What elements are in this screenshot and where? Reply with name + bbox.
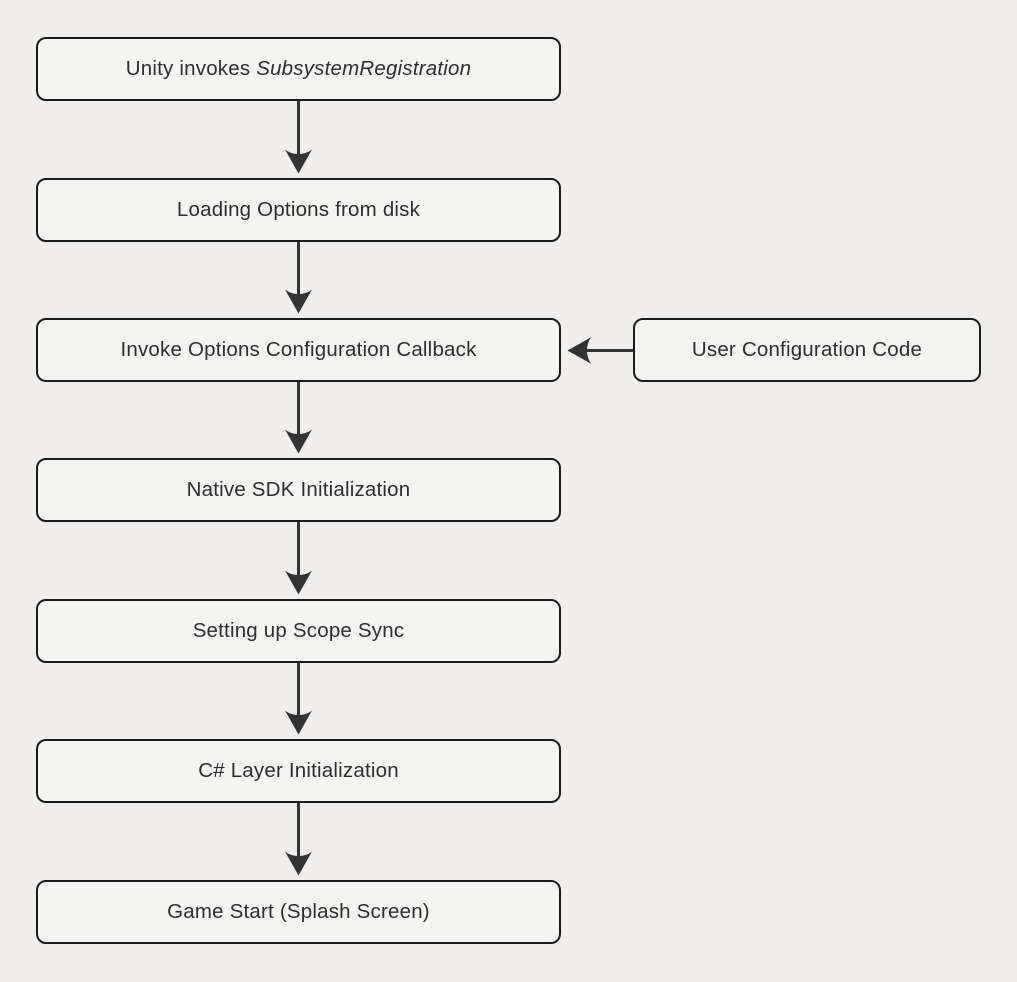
flow-node-invoke-options-callback: Invoke Options Configuration Callback [36, 318, 561, 382]
node-label: Setting up Scope Sync [192, 619, 405, 642]
flow-node-user-config-code: User Configuration Code [633, 318, 981, 382]
flow-node-scope-sync: Setting up Scope Sync [36, 599, 561, 663]
flow-node-loading-options: Loading Options from disk [36, 178, 561, 242]
node-label: Loading Options from disk [176, 198, 421, 221]
flow-node-native-sdk-init: Native SDK Initialization [36, 458, 561, 522]
flow-node-game-start: Game Start (Splash Screen) [36, 880, 561, 944]
flow-node-unity-invokes: Unity invokes SubsystemRegistration [36, 37, 561, 101]
node-label: Game Start (Splash Screen) [167, 900, 430, 923]
node-label: Native SDK Initialization [186, 478, 411, 501]
node-label: Unity invokes SubsystemRegistration [125, 57, 472, 80]
node-label: User Configuration Code [691, 338, 923, 361]
node-label: C# Layer Initialization [198, 759, 399, 782]
node-label: Invoke Options Configuration Callback [120, 338, 477, 361]
flow-node-csharp-layer-init: C# Layer Initialization [36, 739, 561, 803]
